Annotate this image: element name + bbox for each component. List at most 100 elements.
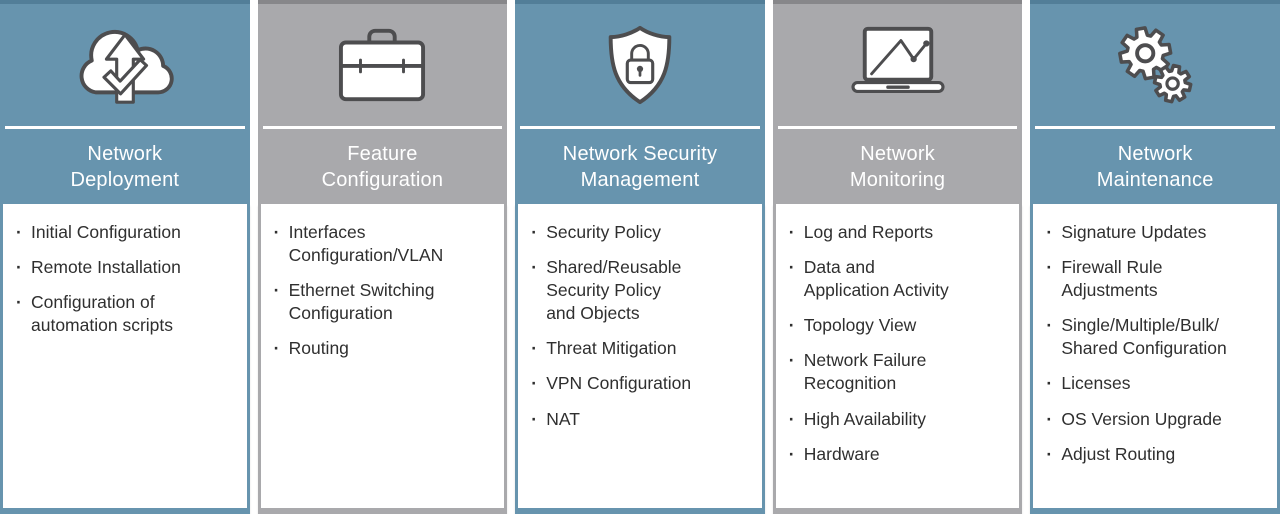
list-item-text: Shared/Reusable Security Policy and Obje…: [546, 257, 682, 324]
list-item: · Interfaces Configuration/VLAN: [274, 221, 497, 267]
list-item: ·High Availability: [789, 408, 1012, 431]
list-item-text: Routing: [288, 338, 349, 359]
bullet-dot: ·: [788, 443, 795, 464]
list-item-text: Threat Mitigation: [546, 338, 677, 359]
bullet-dot: ·: [788, 350, 795, 371]
shield-lock-icon: [608, 25, 672, 105]
bullet-dot: ·: [273, 222, 280, 242]
column-header: Network Maintenance: [1030, 0, 1280, 204]
column-header: Network Deployment: [0, 0, 250, 204]
bullet-dot: ·: [16, 222, 22, 242]
item-list: · Interfaces Configuration/VLAN · Ethernet …: [274, 221, 497, 360]
list-item: · Adjust Routing: [1046, 443, 1269, 466]
list-item: ·Threat Mitigation: [531, 337, 754, 360]
list-item: · Shared/Reusable Security Policy and Obj…: [531, 256, 754, 325]
column-title: Network Maintenance: [1096, 142, 1214, 191]
list-item: · Signature Updates: [1046, 221, 1269, 244]
column-icon-wrap: [1030, 4, 1280, 126]
header-divider: [777, 126, 1018, 129]
list-item-text: Topology View: [803, 315, 917, 336]
list-item-text: Adjust Routing: [1061, 443, 1176, 464]
bullet-dot: ·: [1046, 443, 1053, 464]
bullet-dot: ·: [273, 280, 280, 301]
list-item: · Licenses: [1046, 372, 1269, 395]
list-item-text: Hardware: [803, 443, 880, 464]
column-body: · Security Policy · Shared/Reusable Securit…: [515, 204, 765, 514]
bullet-dot: ·: [788, 257, 795, 278]
cloud-deploy-icon: [79, 29, 174, 104]
header-divider: [520, 126, 760, 129]
header-divider: [5, 126, 245, 129]
list-item: · Log and Reports: [789, 221, 1012, 244]
list-item: · Initial Configuration: [16, 221, 239, 244]
list-item-text: Security Policy: [546, 222, 661, 242]
column-body: · Log and Reports ·Data and Application Ac…: [772, 204, 1023, 514]
list-item: ·OS Version Upgrade: [1046, 408, 1269, 431]
list-item-text: Firewall Rule Adjustments: [1061, 257, 1163, 301]
column-body: · Interfaces Configuration/VLAN · Ethernet …: [257, 204, 508, 514]
column-icon-wrap: [0, 4, 250, 126]
bullet-dot: ·: [1046, 222, 1053, 242]
column-icon-wrap: [515, 4, 765, 126]
bullet-dot: ·: [1046, 257, 1053, 278]
list-item: · Single/Multiple/Bulk/ Shared Configurat…: [1046, 314, 1269, 360]
feature-column: Network Deployment · Initial Configuratio…: [0, 0, 250, 514]
list-item-text: Signature Updates: [1061, 222, 1207, 242]
bullet-dot: ·: [788, 315, 795, 336]
list-item-text: Ethernet Switching Configuration: [288, 280, 435, 324]
bullet-dot: ·: [788, 408, 795, 429]
list-item: · NAT: [531, 408, 754, 431]
list-item: · Firewall Rule Adjustments: [1046, 256, 1269, 302]
list-item-text: Single/Multiple/Bulk/ Shared Configurati…: [1061, 315, 1227, 359]
item-list: · Log and Reports ·Data and Application Ac…: [789, 221, 1012, 466]
bullet-dot: ·: [531, 408, 538, 429]
column-header: Network Security Management: [515, 0, 765, 204]
list-item: · Routing: [274, 337, 497, 360]
list-item-text: Initial Configuration: [31, 222, 181, 242]
item-list: · Initial Configuration ·Remote Installati…: [16, 221, 239, 337]
bullet-dot: ·: [531, 373, 538, 394]
column-title: Feature Configuration: [321, 142, 444, 191]
bullet-dot: ·: [273, 338, 280, 359]
gears-icon: [1118, 26, 1193, 104]
bullet-dot: ·: [16, 292, 22, 313]
column-body: · Signature Updates · Firewall Rule Adjustm…: [1030, 204, 1280, 514]
list-item-text: Interfaces Configuration/VLAN: [288, 222, 444, 266]
bullet-dot: ·: [1046, 373, 1053, 394]
bullet-dot: ·: [531, 222, 538, 242]
briefcase-icon: [339, 28, 426, 102]
list-item-text: Configuration of automation scripts: [31, 292, 174, 336]
bullet-dot: ·: [1046, 408, 1053, 429]
header-divider: [1035, 126, 1275, 129]
laptop-chart-icon: [851, 26, 945, 93]
list-item: · Hardware: [789, 443, 1012, 466]
list-item-text: Licenses: [1061, 373, 1131, 394]
bullet-dot: ·: [788, 222, 795, 242]
bullet-dot: ·: [1046, 315, 1053, 336]
column-title: Network Monitoring: [849, 142, 946, 191]
column-header: Feature Configuration: [257, 0, 508, 204]
column-title: Network Deployment: [70, 142, 180, 191]
bullet-dot: ·: [16, 257, 22, 278]
list-item-text: NAT: [546, 408, 580, 429]
bullet-dot: ·: [531, 257, 538, 278]
column-body: · Initial Configuration ·Remote Installati…: [0, 204, 250, 514]
list-item: ·Network Failure Recognition: [789, 349, 1012, 395]
list-item-text: VPN Configuration: [546, 373, 692, 394]
list-item: · Configuration of automation scripts: [16, 291, 239, 337]
column-icon-wrap: [773, 4, 1023, 126]
list-item-text: Log and Reports: [803, 222, 934, 242]
list-item: · Topology View: [789, 314, 1012, 337]
feature-column: Feature Configuration · Interfaces Config…: [257, 0, 508, 514]
column-title: Network Security Management: [562, 142, 718, 191]
item-list: · Security Policy · Shared/Reusable Securit…: [531, 221, 754, 431]
feature-column: Network Security Management · Security Po…: [515, 0, 765, 514]
list-item: · Ethernet Switching Configuration: [274, 279, 497, 325]
list-item: ·Data and Application Activity: [789, 256, 1012, 302]
item-list: · Signature Updates · Firewall Rule Adjustm…: [1046, 221, 1269, 466]
list-item: · Security Policy: [531, 221, 754, 244]
column-header: Network Monitoring: [772, 0, 1023, 204]
list-item: ·Remote Installation: [16, 256, 239, 279]
feature-column: Network Maintenance · Signature Updates · F…: [1030, 0, 1280, 514]
